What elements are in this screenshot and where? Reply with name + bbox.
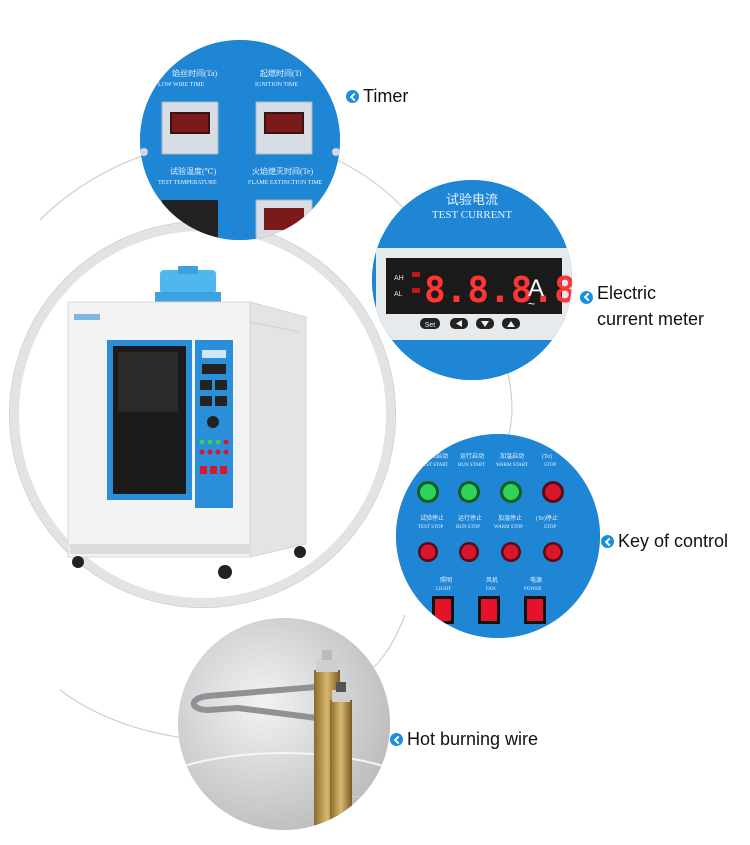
ctrl-r1-3-en: WARM START bbox=[496, 463, 528, 468]
power-switch bbox=[527, 599, 543, 621]
ctrl-r1-1-cn: 试验启动 bbox=[424, 452, 448, 460]
svg-text:~: ~ bbox=[528, 297, 535, 311]
control-keys-detail: 试验启动 TEST START 运行启动 RUN START 加温启动 WARM… bbox=[396, 434, 600, 638]
chevron-left-icon bbox=[390, 733, 403, 746]
ctrl-r2-1-cn: 试验停止 bbox=[420, 514, 444, 522]
run-start-button bbox=[461, 484, 477, 500]
timer-label-bottom-right: 火焰熄灭时间(Te) bbox=[252, 166, 314, 176]
callout-timer: Timer bbox=[346, 86, 408, 107]
meter-title-en: TEST CURRENT bbox=[432, 209, 512, 221]
callout-control: Key of control bbox=[601, 531, 728, 552]
ctrl-r2-4-en: STOP bbox=[544, 525, 556, 530]
chevron-left-icon bbox=[601, 535, 614, 548]
timer-label-top-left-en: LOW WIRE TIME bbox=[158, 82, 205, 88]
ctrl-r2-2-cn: 运行停止 bbox=[458, 514, 482, 522]
switch-power-en: POWER bbox=[524, 587, 542, 592]
warm-start-button bbox=[503, 484, 519, 500]
light-switch bbox=[435, 599, 451, 621]
timer-label-bottom-left: 试验温度(℃) bbox=[170, 166, 217, 176]
callout-control-label: Key of control bbox=[618, 531, 729, 551]
ctrl-r2-3-en: WARM STOP bbox=[494, 525, 523, 530]
ctrl-r2-1-en: TEST STOP bbox=[418, 525, 443, 530]
te-stop-button bbox=[545, 544, 561, 560]
timer-label-top-right-en: IGNITION TIME bbox=[255, 82, 298, 88]
ctrl-r1-2-en: RUN START bbox=[458, 463, 485, 468]
hot-wire-detail bbox=[178, 618, 390, 830]
meter-unit: A bbox=[528, 275, 544, 302]
fan-switch bbox=[481, 599, 497, 621]
switch-light-cn: 照明 bbox=[440, 577, 452, 584]
ctrl-r1-4-en: STOP bbox=[544, 463, 556, 468]
test-stop-button bbox=[420, 544, 436, 560]
chevron-left-icon bbox=[346, 90, 359, 103]
ctrl-r1-3-cn: 加温启动 bbox=[500, 452, 524, 460]
timer-label-bottom-right-en: FLAME EXTINCTION TIME bbox=[248, 180, 323, 186]
timer-label-top-left: 焰丝时间(Ta) bbox=[172, 68, 218, 78]
chevron-left-icon bbox=[580, 290, 593, 304]
ctrl-r1-2-cn: 运行启动 bbox=[460, 452, 484, 460]
callout-timer-label: Timer bbox=[363, 86, 409, 106]
callout-wire: Hot burning wire bbox=[390, 729, 538, 750]
te-stop-button-top bbox=[545, 484, 561, 500]
callout-current-line2: current meter bbox=[597, 309, 705, 329]
meter-set-button: Set bbox=[425, 322, 436, 329]
ctrl-r2-3-cn: 加温停止 bbox=[498, 514, 522, 522]
ctrl-r1-4-cn: (Te) bbox=[542, 453, 552, 460]
current-meter-detail: 试验电流 TEST CURRENT AH AL 8.8.8.8 A ~ Set bbox=[372, 180, 572, 380]
switch-fan-en: FAN bbox=[486, 587, 496, 592]
callout-wire-label: Hot burning wire bbox=[407, 729, 539, 749]
meter-readout: 8.8.8.8 bbox=[424, 270, 572, 311]
meter-title-cn: 试验电流 bbox=[446, 192, 498, 207]
callout-current: Electric current meter bbox=[580, 280, 704, 332]
run-stop-button bbox=[461, 544, 477, 560]
switch-fan-cn: 风机 bbox=[486, 576, 498, 584]
timer-label-bottom-left-en: TEST TEMPERATURE bbox=[158, 180, 217, 186]
callout-current-line1: Electric bbox=[597, 283, 657, 303]
ctrl-r2-4-cn: (Te)停止 bbox=[536, 514, 558, 522]
machine-photo bbox=[10, 222, 395, 607]
ctrl-r1-1-en: TEST START bbox=[420, 463, 448, 468]
ctrl-r2-2-en: RUN STOP bbox=[456, 525, 480, 530]
test-start-button bbox=[420, 484, 436, 500]
meter-al-label: AL bbox=[394, 291, 403, 298]
switch-light-en: LIGHT bbox=[436, 587, 451, 592]
timer-detail: 焰丝时间(Ta) LOW WIRE TIME 起燃时间(Ti IGNITION … bbox=[140, 40, 340, 240]
switch-power-cn: 电源 bbox=[530, 576, 542, 584]
warm-stop-button bbox=[503, 544, 519, 560]
timer-label-top-right: 起燃时间(Ti bbox=[260, 68, 302, 78]
meter-ah-label: AH bbox=[394, 275, 404, 282]
